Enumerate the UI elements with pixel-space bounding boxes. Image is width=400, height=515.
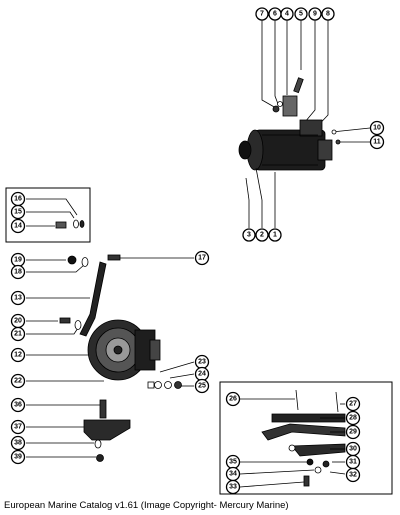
callout-3: 3 (242, 228, 256, 242)
svg-text:6: 6 (273, 11, 277, 18)
svg-text:2: 2 (260, 232, 264, 239)
callout-11: 11 (369, 134, 385, 150)
nut-part (272, 105, 280, 113)
callout-5: 5 (294, 7, 308, 21)
svg-text:21: 21 (14, 331, 22, 338)
callout-39: 39 (10, 449, 26, 465)
callout-14: 14 (10, 218, 26, 234)
callout-23: 23 (194, 354, 210, 370)
inset-hardware-top (26, 198, 85, 229)
callout-19: 19 (10, 252, 26, 268)
inset-box-bottom-right (219, 381, 393, 495)
svg-text:3: 3 (247, 232, 251, 239)
svg-text:28: 28 (349, 415, 357, 422)
svg-text:11: 11 (373, 139, 381, 146)
callout-1: 1 (268, 228, 282, 242)
svg-text:39: 39 (14, 454, 22, 461)
svg-text:10: 10 (373, 125, 381, 132)
svg-text:20: 20 (14, 318, 22, 325)
svg-text:37: 37 (14, 424, 22, 431)
svg-text:34: 34 (229, 471, 237, 478)
callout-35: 35 (225, 454, 241, 470)
callout-17: 17 (194, 250, 210, 266)
svg-text:24: 24 (198, 371, 206, 378)
svg-text:22: 22 (14, 378, 22, 385)
svg-text:30: 30 (349, 446, 357, 453)
svg-text:38: 38 (14, 440, 22, 447)
svg-text:29: 29 (349, 429, 357, 436)
callout-27: 27 (345, 396, 361, 412)
svg-text:33: 33 (229, 484, 237, 491)
callout-25: 25 (194, 378, 210, 394)
callout-20: 20 (10, 313, 26, 329)
callout-36: 36 (10, 397, 26, 413)
callout-2: 2 (255, 228, 269, 242)
alternator-assembly (26, 254, 195, 462)
callout-4: 4 (280, 7, 294, 21)
svg-text:26: 26 (229, 396, 237, 403)
callout-32: 32 (345, 467, 361, 483)
callout-28: 28 (345, 410, 361, 426)
callout-15: 15 (10, 204, 26, 220)
svg-text:19: 19 (14, 257, 22, 264)
callout-34: 34 (225, 466, 241, 482)
svg-text:23: 23 (198, 359, 206, 366)
svg-text:17: 17 (198, 255, 206, 262)
callout-9: 9 (308, 7, 322, 21)
terminal-part (282, 95, 298, 117)
svg-text:15: 15 (14, 209, 22, 216)
washer-part (277, 101, 283, 107)
svg-text:36: 36 (14, 402, 22, 409)
svg-text:13: 13 (14, 295, 22, 302)
callout-8: 8 (321, 7, 335, 21)
inset-brackets-bottom (239, 389, 346, 488)
svg-text:14: 14 (14, 223, 22, 230)
callout-30: 30 (345, 441, 361, 457)
svg-text:4: 4 (285, 11, 289, 18)
callout-6: 6 (268, 7, 282, 21)
svg-text:8: 8 (326, 11, 330, 18)
svg-text:18: 18 (14, 269, 22, 276)
callout-26: 26 (225, 391, 241, 407)
svg-text:16: 16 (14, 196, 22, 203)
svg-text:9: 9 (313, 11, 317, 18)
callout-16: 16 (10, 191, 26, 207)
callout-12: 12 (10, 347, 26, 363)
svg-text:25: 25 (198, 383, 206, 390)
inset-box-top-left (5, 187, 91, 243)
starter-motor-assembly (238, 20, 371, 228)
callout-31: 31 (345, 454, 361, 470)
svg-text:7: 7 (260, 11, 264, 18)
callout-18: 18 (10, 264, 26, 280)
image-caption: European Marine Catalog v1.61 (Image Cop… (4, 500, 289, 511)
svg-text:12: 12 (14, 352, 22, 359)
svg-text:31: 31 (349, 459, 357, 466)
callout-10: 10 (369, 120, 385, 136)
svg-text:35: 35 (229, 459, 237, 466)
stud-part (293, 77, 304, 94)
callout-33: 33 (225, 479, 241, 495)
svg-text:1: 1 (273, 232, 277, 239)
callout-24: 24 (194, 366, 210, 382)
svg-text:5: 5 (299, 11, 303, 18)
callout-29: 29 (345, 424, 361, 440)
callout-37: 37 (10, 419, 26, 435)
callout-38: 38 (10, 435, 26, 451)
callout-21: 21 (10, 326, 26, 342)
callout-22: 22 (10, 373, 26, 389)
svg-text:32: 32 (349, 472, 357, 479)
callout-13: 13 (10, 290, 26, 306)
callout-7: 7 (255, 7, 269, 21)
svg-text:27: 27 (349, 401, 357, 408)
